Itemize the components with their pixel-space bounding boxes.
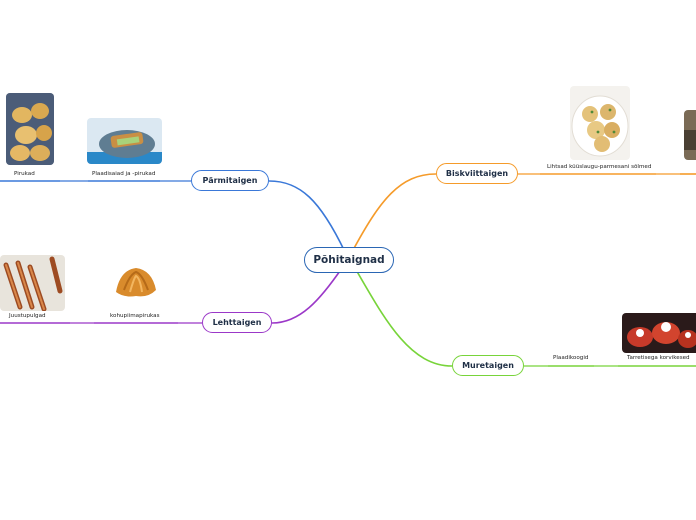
connector-parm [268,180,346,253]
topic-lehttaigen[interactable]: Lehttaigen [202,312,272,333]
topic-biskviittaigen[interactable]: Biskviittaigen [436,163,518,184]
leaf-label[interactable]: Lihtsad küüslaugu-parmesani sõlmed [547,164,652,170]
leaf-label[interactable]: kohupiimapirukas [110,313,160,319]
connector-mure [354,267,453,367]
partial-photo[interactable] [684,110,696,160]
leaf-label[interactable]: Juustupulgad [9,313,46,319]
garlic-knots-photo[interactable] [570,86,630,160]
central-topic[interactable]: Põhitaignad [304,247,394,273]
leaf-label[interactable]: Plaadisaiad ja -pirukad [92,171,156,177]
connector-leht [271,267,343,324]
topic-parmitaigen[interactable]: Pärmitaigen [191,170,269,191]
leaf-label[interactable]: Tarretisega korvikesed [627,355,690,361]
leaf-label[interactable]: Pirukad [14,171,35,177]
sliced-pie-photo[interactable] [87,118,162,164]
buns-photo[interactable] [6,93,54,165]
topic-muretaigen[interactable]: Muretaigen [452,355,524,376]
connector-biskv [351,173,437,253]
cheese-sticks-photo[interactable] [0,255,65,311]
croissant-photo[interactable] [110,262,160,302]
leaf-label[interactable]: Plaadikoogid [553,355,589,361]
tartlets-photo[interactable] [622,313,696,353]
